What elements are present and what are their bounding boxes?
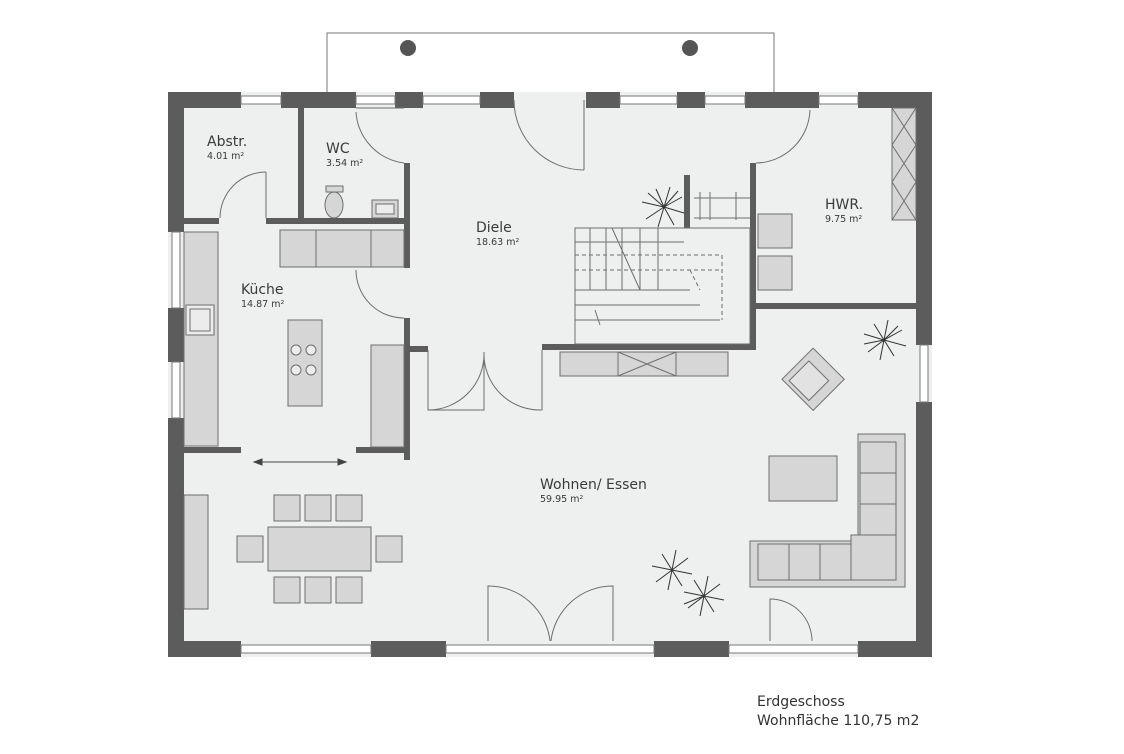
room-name-diele: Diele — [476, 220, 512, 236]
diele-cabinet — [559, 351, 729, 377]
room-name-abstr: Abstr. — [207, 134, 247, 150]
dining-chair — [273, 494, 301, 522]
washing-machine — [757, 213, 793, 249]
dining-table — [267, 526, 372, 572]
living-area-label: Wohnfläche 110,75 m2 — [757, 713, 920, 729]
room-name-wohnen: Wohnen/ Essen — [540, 477, 647, 493]
hob-burner-icon — [305, 364, 317, 376]
plant-icon — [863, 319, 907, 361]
sideboard — [183, 494, 209, 610]
wc-fixtures — [324, 185, 399, 219]
plant-icon — [641, 186, 685, 228]
plan-caption: Erdgeschoss Wohnfläche 110,75 m2 — [757, 693, 919, 731]
kitchen-counter-left — [183, 231, 219, 447]
double-arrow-icon — [252, 458, 348, 466]
dining-chair — [273, 576, 301, 604]
room-area-kueche: 14.87 m² — [241, 299, 284, 310]
interior-walls — [184, 108, 916, 460]
dining-chair — [304, 576, 332, 604]
terrace-post-icon — [682, 40, 698, 56]
room-area-wc: 3.54 m² — [326, 158, 363, 169]
room-name-wc: WC — [326, 141, 350, 157]
room-area-hwr: 9.75 m² — [825, 214, 862, 225]
room-area-abstr: 4.01 m² — [207, 151, 244, 162]
toilet-icon — [324, 191, 344, 219]
outer-walls — [168, 92, 932, 657]
hwr-furniture — [757, 107, 917, 291]
floor-label: Erdgeschoss — [757, 694, 845, 710]
room-name-kueche: Küche — [241, 282, 284, 298]
dryer — [757, 255, 793, 291]
hob-burner-icon — [290, 344, 302, 356]
kitchen-island — [287, 319, 323, 407]
terrace-post-icon — [400, 40, 416, 56]
dining-chair — [335, 576, 363, 604]
hob-burner-icon — [290, 364, 302, 376]
terrace — [326, 32, 775, 94]
room-name-hwr: HWR. — [825, 197, 863, 213]
plant-icon — [651, 549, 693, 591]
dining-chair — [304, 494, 332, 522]
kitchen-upper-cabinets — [279, 229, 405, 268]
hob-burner-icon — [305, 344, 317, 356]
railing — [694, 192, 750, 220]
kitchen-furniture — [183, 229, 405, 448]
dining-chair — [335, 494, 363, 522]
room-area-diele: 18.63 m² — [476, 237, 519, 248]
living-furniture — [183, 347, 906, 610]
kitchen-tall-cabinet — [370, 344, 405, 448]
windows — [171, 95, 929, 654]
dining-chair — [236, 535, 264, 563]
room-area-wohnen: 59.95 m² — [540, 494, 583, 505]
staircase — [574, 227, 751, 345]
plant-icon — [683, 575, 725, 617]
coffee-table — [768, 455, 838, 502]
dining-chair — [375, 535, 403, 563]
doors — [219, 99, 813, 642]
